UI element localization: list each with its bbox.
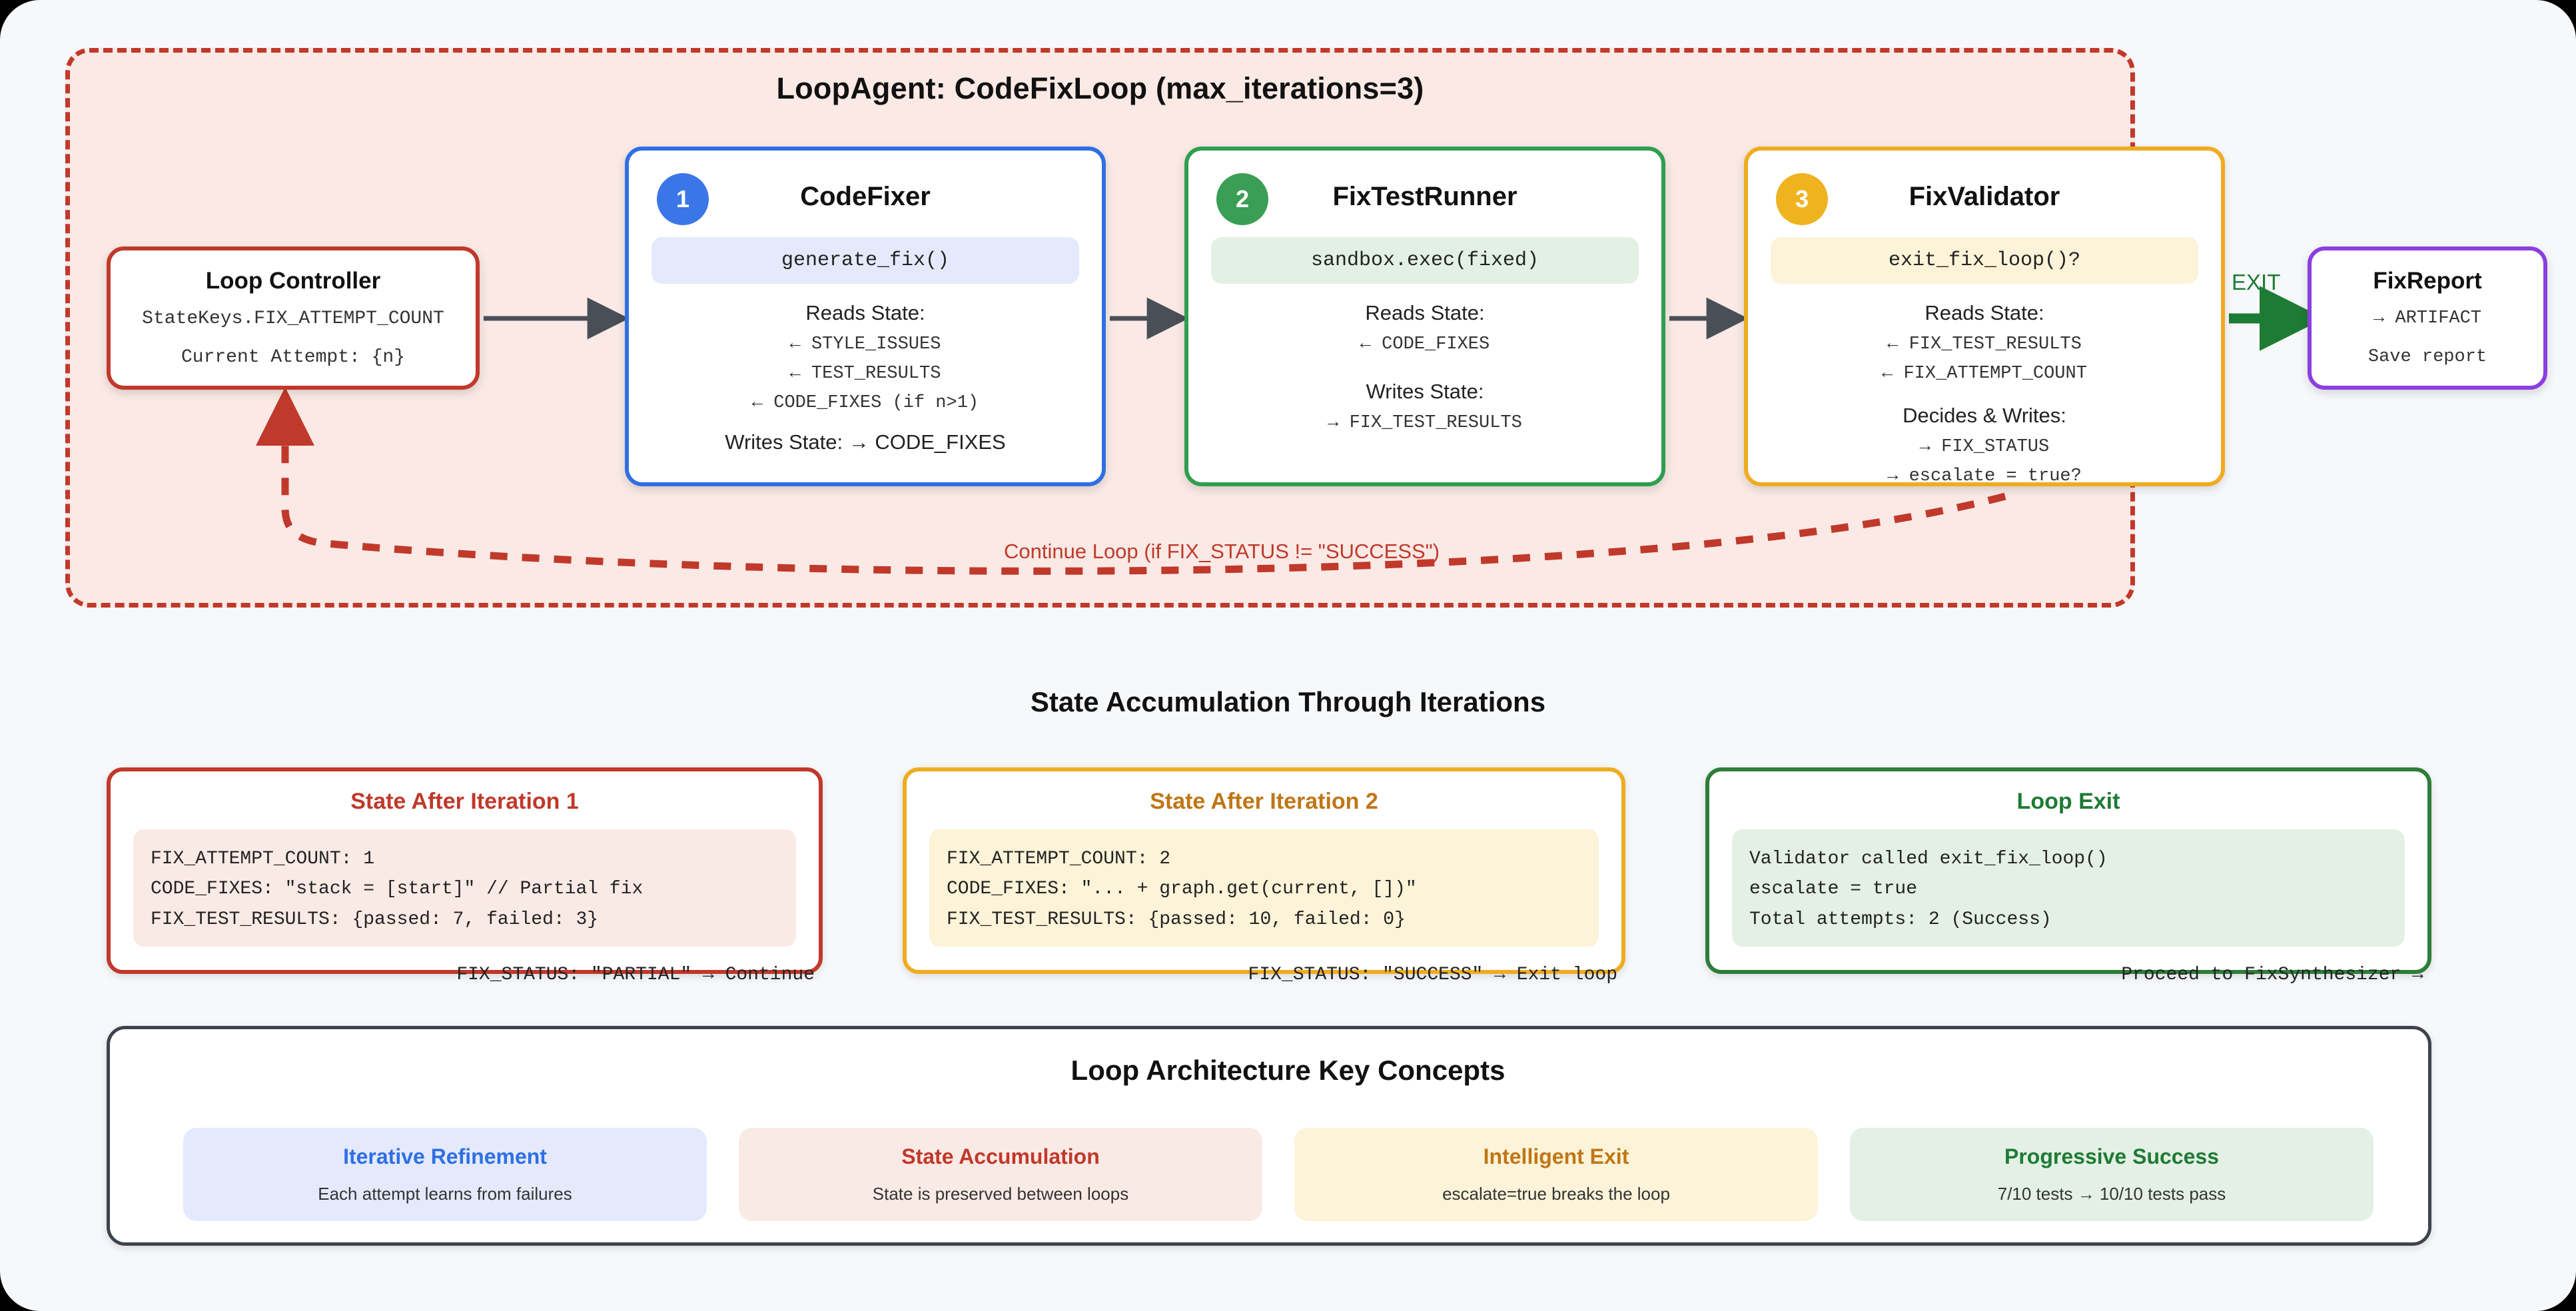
state-line: Validator called exit_fix_loop() bbox=[1749, 849, 2108, 869]
reads-state-item: ← CODE_FIXES (if n>1) bbox=[751, 393, 979, 413]
state-card-footer: Proceed to FixSynthesizer → bbox=[2121, 965, 2423, 986]
state-card-footer: FIX_STATUS: "PARTIAL" → Continue bbox=[456, 965, 815, 986]
loop-agent-title: LoopAgent: CodeFixLoop (max_iterations=3… bbox=[776, 71, 1424, 105]
agent-method-fixvalidator[interactable]: exit_fix_loop()? bbox=[1771, 237, 2198, 284]
reads-state-heading: Reads State: bbox=[1925, 301, 2044, 324]
state-line: FIX_ATTEMPT_COUNT: 2 bbox=[947, 849, 1171, 869]
agent-node-fixtestrunner[interactable]: 2 FixTestRunner sandbox.exec(fixed) Read… bbox=[1184, 147, 1665, 486]
writes-state-item: → FIX_TEST_RESULTS bbox=[1328, 413, 1522, 433]
exit-label: EXIT bbox=[2232, 270, 2281, 294]
loop-controller-attempt: Current Attempt: {n} bbox=[181, 347, 406, 368]
concept-card-state-accumulation[interactable]: State Accumulation State is preserved be… bbox=[739, 1128, 1262, 1221]
state-line: FIX_TEST_RESULTS: {passed: 7, failed: 3} bbox=[151, 909, 599, 930]
state-card-iteration-1[interactable]: State After Iteration 1 FIX_ATTEMPT_COUN… bbox=[107, 767, 823, 985]
reads-state-item: ← TEST_RESULTS bbox=[789, 364, 941, 384]
state-line: CODE_FIXES: "... + graph.get(current, []… bbox=[947, 879, 1417, 900]
spacer bbox=[1208, 354, 1641, 377]
concept-subtitle: 7/10 tests → 10/10 tests pass bbox=[1997, 1184, 2226, 1204]
loop-controller-statekey: StateKeys.FIX_ATTEMPT_COUNT bbox=[142, 308, 444, 329]
reads-state-heading: Reads State: bbox=[805, 301, 925, 324]
fix-report-node[interactable]: FixReport → ARTIFACT Save report bbox=[2308, 246, 2547, 390]
agent-node-fixvalidator[interactable]: 3 FixValidator exit_fix_loop()? Reads St… bbox=[1744, 147, 2225, 486]
continue-loop-label: Continue Loop (if FIX_STATUS != "SUCCESS… bbox=[1004, 540, 1440, 563]
key-concepts-panel: Iterative Refinement Each attempt learns… bbox=[107, 1026, 2431, 1246]
loop-controller-title: Loop Controller bbox=[205, 268, 381, 294]
fix-report-action: Save report bbox=[2367, 346, 2487, 367]
agent-method-fixtestrunner[interactable]: sandbox.exec(fixed) bbox=[1211, 237, 1639, 284]
state-card-title: State After Iteration 1 bbox=[350, 789, 579, 814]
concept-title: State Accumulation bbox=[901, 1144, 1100, 1168]
key-concepts-title: Loop Architecture Key Concepts bbox=[1071, 1055, 1505, 1086]
concept-subtitle: Each attempt learns from failures bbox=[318, 1184, 572, 1204]
concept-card-progressive-success[interactable]: Progressive Success 7/10 tests → 10/10 t… bbox=[1850, 1128, 2373, 1221]
state-card-footer: FIX_STATUS: "SUCCESS" → Exit loop bbox=[1248, 965, 1618, 986]
state-card-title: Loop Exit bbox=[2016, 789, 2120, 814]
state-card-iteration-2[interactable]: State After Iteration 2 FIX_ATTEMPT_COUN… bbox=[903, 767, 1625, 985]
agent-node-codefixer[interactable]: 1 CodeFixer generate_fix() Reads State: … bbox=[625, 147, 1106, 486]
concept-card-iterative-refinement[interactable]: Iterative Refinement Each attempt learns… bbox=[183, 1128, 707, 1221]
concept-subtitle: escalate=true breaks the loop bbox=[1442, 1184, 1670, 1204]
reads-state-item: ← FIX_TEST_RESULTS bbox=[1887, 334, 2082, 354]
state-line: escalate = true bbox=[1749, 879, 1918, 900]
fix-report-title: FixReport bbox=[2373, 268, 2482, 294]
state-line: FIX_ATTEMPT_COUNT: 1 bbox=[151, 849, 375, 869]
writes-state-heading: Writes State: bbox=[1366, 380, 1484, 403]
reads-state-item: ← CODE_FIXES bbox=[1360, 334, 1490, 354]
reads-state-item: ← STYLE_ISSUES bbox=[789, 334, 941, 354]
state-card-body: FIX_ATTEMPT_COUNT: 1 CODE_FIXES: "stack … bbox=[133, 829, 815, 985]
state-card-loop-exit[interactable]: Loop Exit Validator called exit_fix_loop… bbox=[1705, 767, 2431, 985]
agent-title-fixtestrunner: FixTestRunner bbox=[1332, 182, 1517, 211]
state-card-body: Validator called exit_fix_loop() escalat… bbox=[1732, 829, 2423, 985]
reads-state-heading: Reads State: bbox=[1365, 301, 1485, 324]
key-concepts-row: Iterative Refinement Each attempt learns… bbox=[183, 1128, 2373, 1221]
state-card-title: State After Iteration 2 bbox=[1150, 789, 1378, 814]
agent-header: 2 FixTestRunner bbox=[1208, 168, 1641, 237]
writes-state-item-overflow: → escalate = true? bbox=[1887, 466, 2082, 486]
fix-report-artifact: → ARTIFACT bbox=[2373, 308, 2482, 328]
concept-subtitle: State is preserved between loops bbox=[872, 1184, 1129, 1204]
agent-title-codefixer: CodeFixer bbox=[800, 182, 931, 211]
loop-controller-node[interactable]: Loop Controller StateKeys.FIX_ATTEMPT_CO… bbox=[107, 246, 480, 390]
state-line: CODE_FIXES: "stack = [start]" // Partial… bbox=[151, 879, 644, 900]
concept-title: Iterative Refinement bbox=[343, 1144, 547, 1168]
agent-title-fixvalidator: FixValidator bbox=[1909, 182, 2060, 211]
writes-state-heading: Decides & Writes: bbox=[1903, 404, 2066, 427]
writes-state-heading: Writes State: → CODE_FIXES bbox=[725, 430, 1006, 454]
agent-header: 3 FixValidator bbox=[1768, 168, 2201, 237]
concept-card-intelligent-exit[interactable]: Intelligent Exit escalate=true breaks th… bbox=[1294, 1128, 1818, 1221]
step-badge-2: 2 bbox=[1216, 173, 1268, 225]
writes-state-item: → FIX_STATUS bbox=[1919, 437, 2050, 457]
concept-title: Progressive Success bbox=[2004, 1144, 2219, 1168]
agent-header: 1 CodeFixer bbox=[649, 168, 1082, 237]
step-badge-3: 3 bbox=[1776, 173, 1828, 225]
concept-title: Intelligent Exit bbox=[1483, 1144, 1629, 1168]
state-line: Total attempts: 2 (Success) bbox=[1749, 909, 2052, 930]
state-card-body: FIX_ATTEMPT_COUNT: 2 CODE_FIXES: "... + … bbox=[929, 829, 1617, 985]
agent-method-codefixer[interactable]: generate_fix() bbox=[651, 237, 1079, 284]
state-section-title: State Accumulation Through Iterations bbox=[1030, 686, 1546, 717]
reads-state-item: ← FIX_ATTEMPT_COUNT bbox=[1882, 364, 2087, 384]
step-badge-1: 1 bbox=[657, 173, 709, 225]
state-line: FIX_TEST_RESULTS: {passed: 10, failed: 0… bbox=[947, 909, 1406, 930]
